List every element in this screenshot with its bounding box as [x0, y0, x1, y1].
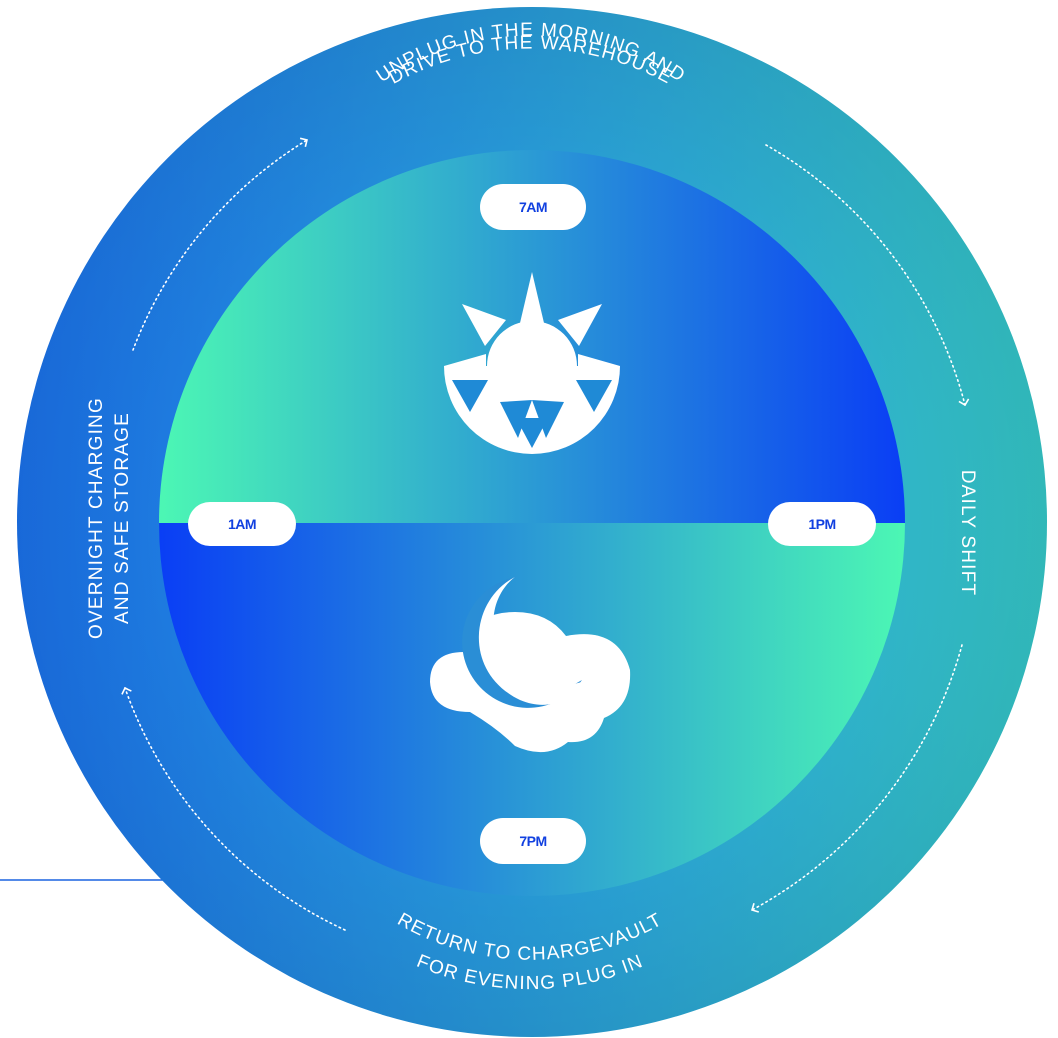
time-pill-7am: 7AM: [480, 184, 586, 230]
stage-overnight-label: OVERNIGHT CHARGING: [86, 397, 107, 639]
time-pill-1am: 1AM: [188, 502, 296, 546]
arrow-evening-to-overnight: [121, 686, 346, 931]
time-label-1pm: 1PM: [808, 516, 835, 532]
arrow-overnight-to-morning: [132, 137, 308, 351]
time-pill-1pm: 1PM: [768, 502, 876, 546]
cycle-arrows: [121, 137, 970, 931]
stage-shift-label: DAILY SHIFT: [957, 470, 978, 597]
arrow-morning-to-shift: [765, 144, 970, 407]
sun-icon-details: [452, 380, 612, 448]
time-label-1am: 1AM: [228, 516, 256, 532]
time-pill-7pm: 7PM: [480, 818, 586, 864]
moon-cloud-icon: [430, 577, 631, 753]
stage-overnight-label-line2: AND SAFE STORAGE: [112, 412, 133, 624]
sun-icon: [444, 272, 620, 454]
time-label-7am: 7AM: [519, 199, 547, 215]
time-label-7pm: 7PM: [519, 833, 546, 849]
arrow-shift-to-evening: [751, 644, 963, 913]
